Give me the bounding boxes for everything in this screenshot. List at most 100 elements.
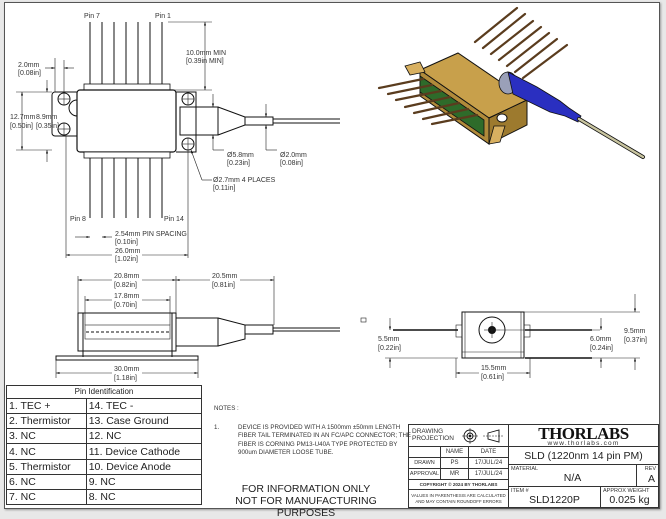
pin-cell: 14. TEC -	[85, 398, 203, 415]
dim-mount-holes-mm: Ø2.7mm 4 PLACES	[213, 177, 276, 184]
notes-heading: NOTES :	[214, 405, 239, 412]
pin-cell: 1. TEC +	[6, 398, 87, 415]
side-view: 20.8mm [0.82in] 17.8mm [0.70in] 20.5mm […	[55, 272, 340, 383]
table-row: 1. TEC +14. TEC -	[6, 398, 203, 415]
bottom-pins	[83, 151, 171, 218]
dim-pin-length-in: [0.39in MIN]	[186, 58, 224, 65]
approval-label: APPROVAL	[409, 469, 441, 480]
end-body	[461, 311, 525, 359]
dim-pin-length-mm: 10.0mm MIN	[186, 50, 226, 57]
weight-value: 0.025 kg	[609, 494, 650, 506]
pin-cell: 11. Device Cathode	[85, 443, 203, 460]
item-number: SLD1220P	[529, 494, 580, 506]
dim-inner-length-mm: 17.8mm	[114, 293, 139, 300]
website-url: www.thorlabs.com	[547, 440, 620, 447]
disclaimer-line-1: FOR INFORMATION ONLY	[241, 483, 371, 495]
dim-boot-diameter-mm: Ø5.8mm	[227, 152, 254, 159]
note-text: DEVICE IS PROVIDED WITH A 1500mm ±50mm L…	[238, 423, 412, 457]
pin-cell: 2. Thermistor	[6, 413, 87, 430]
rev-value: A	[647, 473, 655, 485]
dim-slot-mm: 2.0mm	[18, 62, 40, 69]
item-cell: ITEM # SLD1220P	[509, 487, 601, 508]
material-value: N/A	[563, 472, 582, 484]
dim-height-outer-mm: 12.7mm	[10, 114, 35, 121]
iso-front-pins	[377, 77, 479, 126]
pin-cell: 9. NC	[85, 473, 203, 490]
fiber-boot	[179, 106, 219, 136]
title-block: DRAWING PROJECTION NAME DATE DRAWN PS 17…	[408, 424, 659, 508]
drawn-name: PS	[441, 458, 469, 469]
notes-section: NOTES : 1. DEVICE IS PROVIDED WITH A 150…	[214, 405, 414, 458]
pin-identification-table: Pin Identification 1. TEC +14. TEC - 2. …	[6, 384, 203, 506]
iso-fiber	[577, 117, 645, 159]
pin-8-label: Pin 8	[70, 216, 86, 223]
copyright: COPYRIGHT © 2024 BY THORLABS	[409, 480, 509, 490]
weight-cell: APPROX WEIGHT 0.025 kg	[601, 487, 659, 508]
boot-taper	[217, 106, 246, 136]
dim-boot-length-mm: 20.5mm	[212, 273, 237, 280]
projection-symbol-icon	[462, 428, 503, 444]
dim-overall-width-mm: 26.0mm	[115, 248, 140, 255]
pin-7-label: Pin 7	[84, 13, 100, 20]
dim-body-length-in: [0.82in]	[114, 282, 137, 289]
top-pins	[83, 22, 171, 91]
dim-total-height-mm: 9.5mm	[624, 328, 646, 335]
dim-flange-length-in: [1.18in]	[114, 375, 137, 382]
pin-cell: 13. Case Ground	[85, 413, 203, 430]
name-header: NAME	[441, 447, 469, 458]
thorlabs-logo: THORLABS	[538, 424, 629, 443]
dim-body-length-mm: 20.8mm	[114, 273, 139, 280]
material-label: MATERIAL	[511, 466, 539, 472]
dim-axis-height-in: [0.24in]	[590, 345, 613, 352]
rounding-note: VALUES IN PARENTHESIS ARE CALCULATED AND…	[409, 490, 509, 508]
projection-label: DRAWING PROJECTION	[412, 428, 454, 442]
pin-cell: 12. NC	[85, 428, 203, 445]
date-header: DATE	[469, 447, 509, 458]
dim-pin-spacing-in: [0.10in]	[115, 239, 138, 246]
approval-date: 17/JUL/24	[469, 469, 509, 480]
end-view: 5.5mm [0.22in] 15.5mm [0.61in] 6.0mm [0.…	[360, 294, 647, 382]
dim-pin-spacing-mm: 2.54mm PIN SPACING	[115, 231, 187, 238]
note-number: 1.	[214, 423, 220, 431]
pin-cell: 7. NC	[6, 488, 87, 506]
dim-slot-in: [0.08in]	[18, 70, 41, 77]
dim-body-width-mm: 15.5mm	[481, 365, 506, 372]
material-cell: MATERIAL N/A	[509, 465, 637, 487]
brand-cell: THORLABS www.thorlabs.com	[509, 425, 659, 447]
item-label: ITEM #	[511, 488, 529, 494]
pin-cell: 8. NC	[85, 488, 203, 506]
pin-cell: 4. NC	[6, 443, 87, 460]
dim-body-width-in: [0.61in]	[481, 374, 504, 381]
product-title: SLD (1220nm 14 pin PM)	[509, 447, 659, 465]
weight-label: APPROX WEIGHT	[603, 488, 650, 494]
disclaimer: FOR INFORMATION ONLY NOT FOR MANUFACTURI…	[206, 483, 406, 519]
rev-cell: REV A	[637, 465, 659, 487]
pin-cell: 6. NC	[6, 473, 87, 490]
dim-height-outer-in: [0.50in]	[10, 123, 33, 130]
dim-axis-height-mm: 6.0mm	[590, 336, 612, 343]
disclaimer-line-2: NOT FOR MANUFACTURING PURPOSES	[235, 495, 377, 519]
dim-overall-width-in: [1.02in]	[115, 256, 138, 263]
dim-boot-length-in: [0.81in]	[212, 282, 235, 289]
front-view: Pin 7 Pin 1 Pin	[10, 13, 340, 264]
drawn-label: DRAWN	[409, 458, 441, 469]
note-item: 1. DEVICE IS PROVIDED WITH A 1500mm ±50m…	[214, 424, 414, 458]
dim-height-inner-in: [0.35in]	[36, 123, 59, 130]
pin-cell: 3. NC	[6, 428, 87, 445]
fiber-sleeve	[244, 116, 274, 126]
side-flange	[55, 355, 199, 361]
package-body	[76, 89, 177, 153]
dim-pin-height-in: [0.22in]	[378, 345, 401, 352]
pin-1-label: Pin 1	[155, 13, 171, 20]
dim-flange-length-mm: 30.0mm	[114, 366, 139, 373]
drawn-date: 17/JUL/24	[469, 458, 509, 469]
isometric-view	[377, 6, 645, 159]
dim-height-inner-mm: 8.9mm	[36, 114, 58, 121]
